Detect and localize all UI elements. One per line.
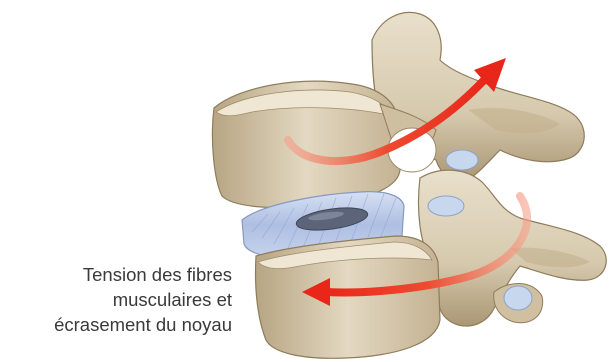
caption-line-3: écrasement du noyau xyxy=(0,312,232,337)
caption-line-1: Tension des fibres xyxy=(0,262,232,287)
caption-line-2: musculaires et xyxy=(0,287,232,312)
caption: Tension des fibres musculaires et écrase… xyxy=(0,262,232,337)
lower-vertebral-body xyxy=(255,236,440,358)
